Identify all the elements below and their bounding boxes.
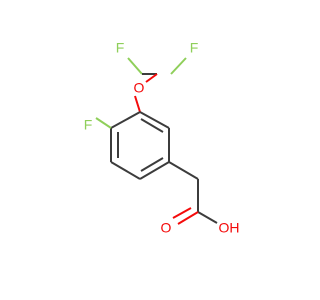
- bond-ring-6: [139, 111, 170, 129]
- bond-ring-1: [110, 111, 141, 129]
- bond-cf2-o: [145, 73, 158, 83]
- bond-ring-f: [95, 117, 112, 129]
- bond-cf2-f-left: [127, 57, 143, 75]
- bond-ring-inner-2: [140, 157, 164, 172]
- molecule-structure: F F O F O OH: [84, 40, 240, 236]
- atom-label-f-ring: F: [84, 117, 93, 133]
- bond-ring-ch2: [168, 161, 199, 180]
- atom-label-o-ether: O: [134, 80, 145, 96]
- bond-cf2-f-right: [170, 57, 187, 75]
- bond-c-o-inner: [172, 207, 192, 219]
- bond-ring-4: [139, 161, 170, 180]
- atom-label-f-left: F: [116, 40, 125, 56]
- bond-c-o-outer: [177, 211, 199, 225]
- bond-ring-3: [110, 161, 141, 180]
- atom-label-oh: OH: [219, 220, 240, 236]
- molecule-diagram: F F O F O OH: [84, 40, 240, 236]
- bond-o-ring: [134, 95, 141, 113]
- atom-label-o-carbonyl: O: [161, 220, 172, 236]
- atom-label-f-right: F: [190, 40, 199, 56]
- bond-ring-inner-3: [140, 118, 164, 133]
- bond-c-oh: [197, 211, 218, 224]
